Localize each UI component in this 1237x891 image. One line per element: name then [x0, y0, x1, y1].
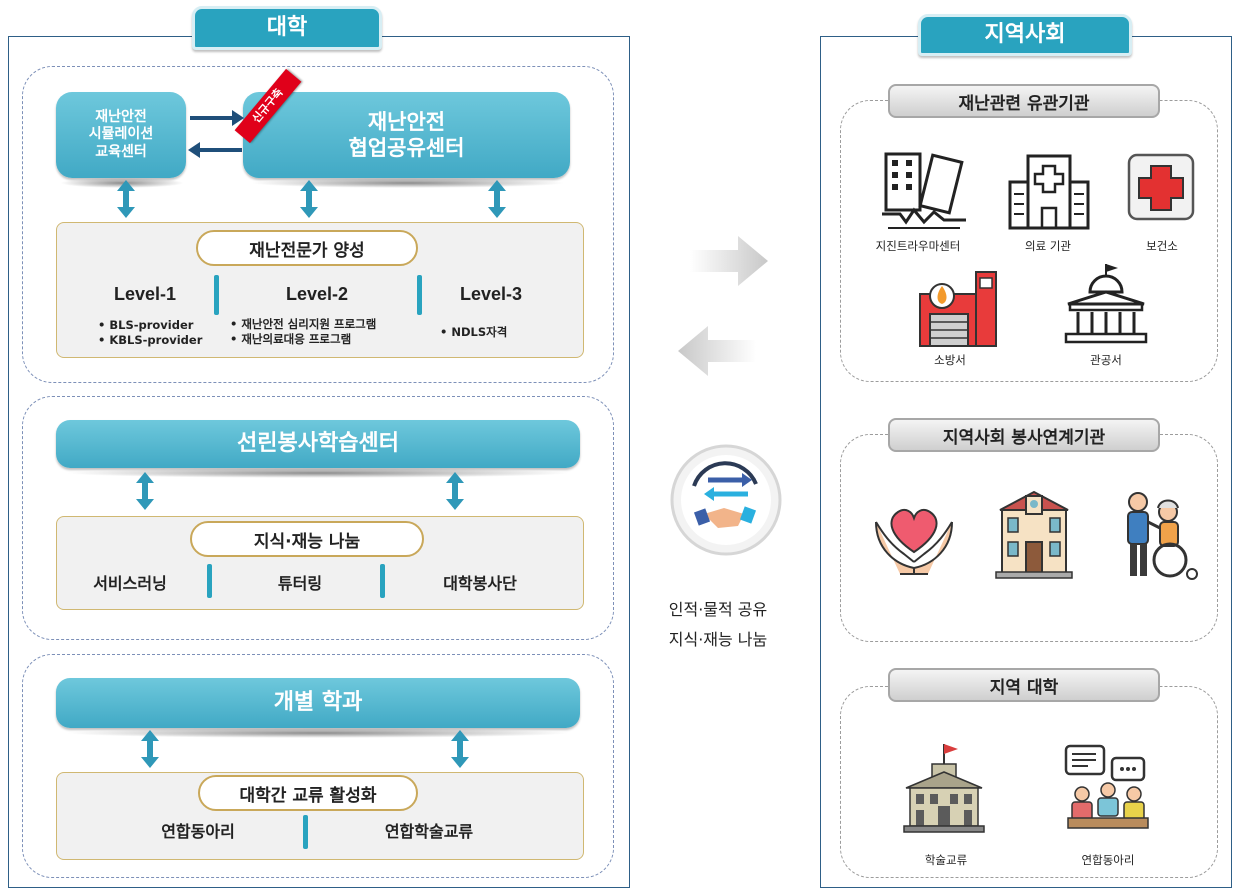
icon-caption: 보건소	[1146, 239, 1178, 253]
level-1-item: • BLS-provider	[98, 318, 194, 332]
department-section	[22, 654, 614, 878]
knowledge-sharing-pill: 지식·재능 나눔	[190, 521, 424, 557]
heart-hands-icon	[875, 508, 953, 575]
level-3-item: • NDLS자격	[440, 325, 508, 339]
divider	[417, 275, 422, 315]
club-meeting-icon	[1064, 744, 1149, 829]
simulation-center-label: 재난안전 시뮬레이션 교육센터	[88, 108, 154, 160]
level-2-item: • 재난안전 심리지원 프로그램	[230, 317, 377, 331]
wheelchair-care-icon	[1127, 492, 1198, 580]
double-arrow-icon	[446, 472, 464, 510]
disaster-orgs-title-label: 재난관련 유관기관	[958, 93, 1090, 114]
local-univ-title-label: 지역 대학	[989, 677, 1059, 698]
collab-center-box: 재난안전 협업공유센터	[243, 92, 570, 178]
expert-section	[22, 66, 614, 383]
service-center-label: 선린봉사학습센터	[237, 431, 399, 457]
fire-station-icon	[919, 271, 997, 347]
knowledge-text: 지식·재능 나눔	[668, 630, 768, 649]
level-1-title: Level-1	[113, 284, 177, 304]
university-building-icon	[903, 744, 985, 833]
double-arrow-icon	[117, 180, 135, 218]
double-arrow-icon	[141, 730, 159, 768]
local-univ-title: 지역 대학	[888, 668, 1160, 702]
exchange-arrows-icon	[188, 110, 244, 158]
simulation-center-box: 재난안전 시뮬레이션 교육센터	[56, 92, 186, 178]
service-item: 서비스러닝	[93, 574, 167, 593]
government-building-icon	[1064, 264, 1148, 344]
service-orgs-title-label: 지역사회 봉사연계기관	[942, 427, 1106, 448]
community-tab: 지역사회	[918, 14, 1132, 56]
double-arrow-icon	[136, 472, 154, 510]
red-cross-icon	[1127, 153, 1195, 221]
exchange-label: 대학간 교류 활성화	[239, 785, 377, 806]
icon-caption: 소방서	[934, 353, 966, 367]
local-univ-section	[840, 686, 1218, 878]
divider	[207, 564, 212, 598]
icon-caption: 연합동아리	[1081, 853, 1135, 867]
expert-training-label: 재난전문가 양성	[249, 240, 365, 261]
university-tab: 대학	[192, 6, 382, 50]
level-2-item: • 재난의료대응 프로그램	[230, 332, 352, 346]
department-box: 개별 학과	[56, 678, 580, 728]
service-item: 튜터링	[277, 574, 323, 593]
hospital-icon	[1008, 154, 1090, 230]
level-1-item: • KBLS-provider	[98, 333, 203, 347]
building-collapse-icon	[882, 152, 966, 229]
right-arrow-icon	[690, 236, 768, 286]
service-center-box: 선린봉사학습센터	[56, 420, 580, 468]
handshake-share-icon	[670, 444, 782, 556]
divider	[303, 815, 308, 849]
shadow	[64, 728, 572, 738]
icon-caption: 학술교류	[924, 853, 968, 867]
welfare-house-icon	[995, 490, 1073, 579]
shadow	[250, 178, 566, 188]
shadow	[64, 468, 572, 478]
department-label: 개별 학과	[273, 690, 363, 716]
icon-caption: 지진트라우마센터	[875, 239, 961, 253]
service-orgs-title: 지역사회 봉사연계기관	[888, 418, 1160, 452]
level-2-title: Level-2	[285, 284, 349, 304]
double-arrow-icon	[300, 180, 318, 218]
exchange-item: 연합동아리	[161, 822, 235, 841]
service-item: 대학봉사단	[443, 574, 517, 593]
disaster-orgs-title: 재난관련 유관기관	[888, 84, 1160, 118]
service-section	[22, 396, 614, 640]
share-text: 인적·물적 공유	[668, 600, 768, 619]
level-3-title: Level-3	[459, 284, 523, 304]
double-arrow-icon	[488, 180, 506, 218]
exchange-item: 연합학술교류	[384, 822, 474, 841]
expert-training-pill: 재난전문가 양성	[196, 230, 418, 266]
divider	[214, 275, 219, 315]
divider	[380, 564, 385, 598]
icon-caption: 관공서	[1090, 353, 1122, 367]
double-arrow-icon	[451, 730, 469, 768]
icon-caption: 의료 기관	[1025, 239, 1071, 253]
collab-center-label: 재난안전 협업공유센터	[348, 109, 465, 160]
shadow	[60, 178, 184, 188]
left-arrow-icon	[678, 326, 756, 376]
knowledge-sharing-label: 지식·재능 나눔	[253, 531, 361, 552]
exchange-pill: 대학간 교류 활성화	[198, 775, 418, 811]
